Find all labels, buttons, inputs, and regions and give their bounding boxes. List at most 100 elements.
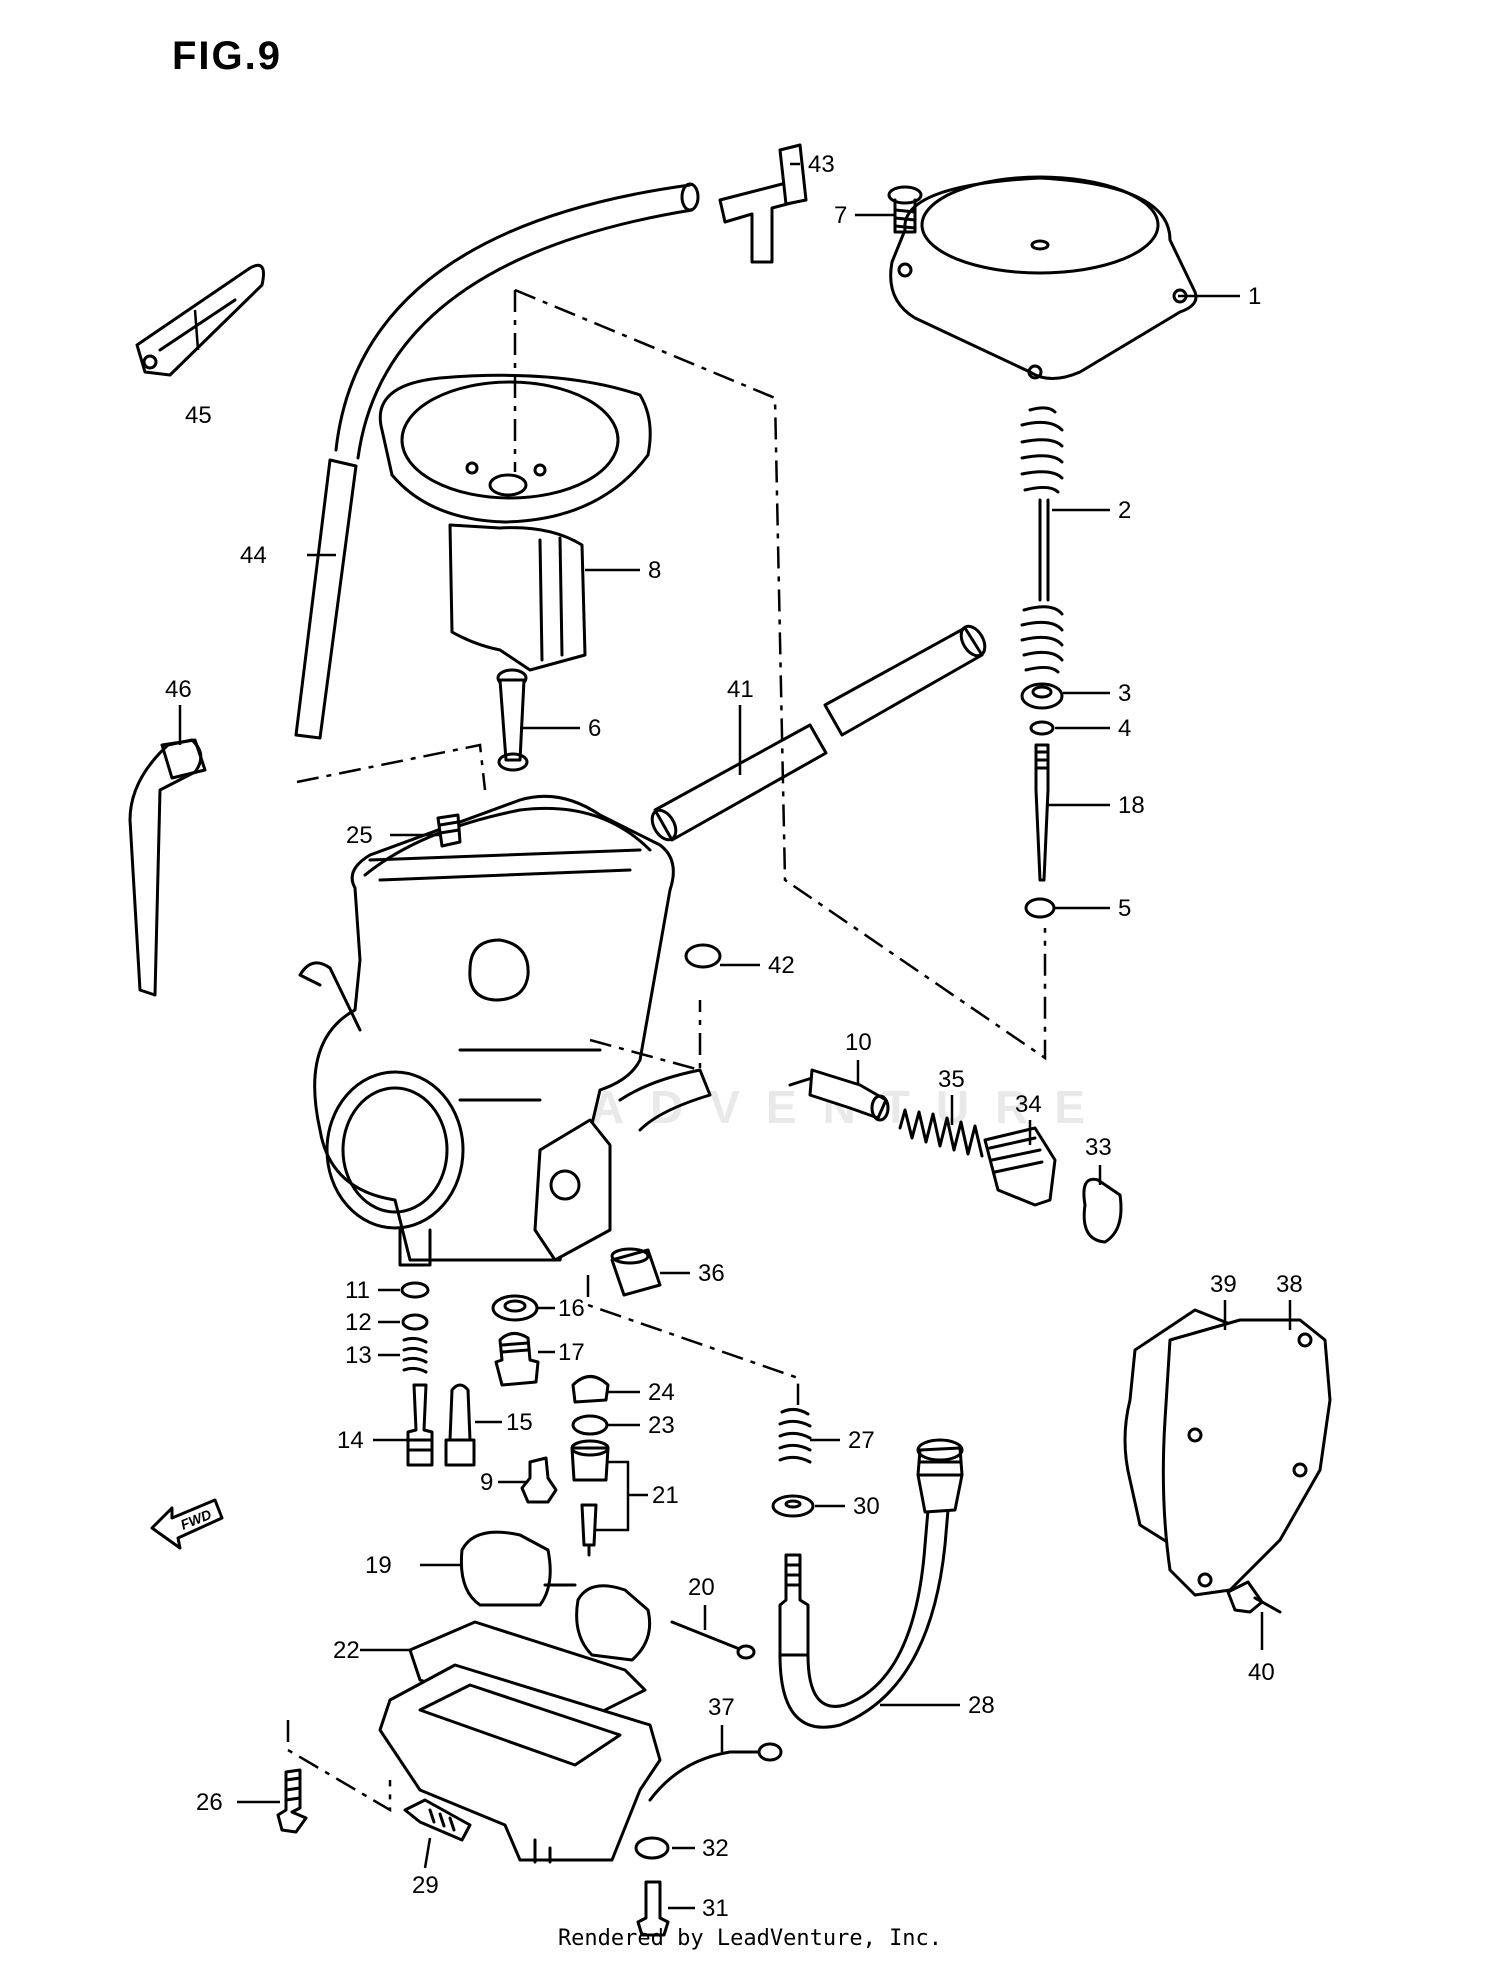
- cap-33-drawing: [1082, 1177, 1123, 1244]
- leader-lines: [178, 162, 1292, 1910]
- label-part-45: 45: [185, 402, 212, 429]
- washer-23-drawing: [571, 1414, 609, 1436]
- label-part-26: 26: [196, 1789, 223, 1816]
- e-clip-4-drawing: [1029, 720, 1055, 736]
- label-part-38: 38: [1276, 1271, 1303, 1298]
- label-part-16: 16: [558, 1295, 585, 1322]
- gasket-22-drawing: [408, 1620, 647, 1732]
- float-19-drawing: [459, 1530, 652, 1662]
- screw-9-drawing: [520, 1456, 558, 1504]
- cap-25-drawing: [436, 813, 462, 848]
- screw-29-drawing: [403, 1798, 472, 1842]
- label-part-21: 21: [652, 1482, 679, 1509]
- clip-37-drawing: [648, 1742, 783, 1802]
- label-part-10: 10: [845, 1029, 872, 1056]
- forward-arrow-icon: FWD: [150, 1498, 224, 1550]
- valve-21-drawing: [570, 1439, 610, 1557]
- label-part-31: 31: [702, 1895, 729, 1922]
- label-part-29: 29: [412, 1872, 439, 1899]
- label-part-18: 18: [1118, 792, 1145, 819]
- spring-35-drawing: [898, 1108, 984, 1158]
- washer-16-drawing: [491, 1294, 539, 1322]
- spring-13-drawing: [402, 1336, 428, 1374]
- washer-30-drawing: [771, 1494, 815, 1518]
- label-part-41: 41: [727, 676, 754, 703]
- plug-17-drawing: [494, 1332, 540, 1387]
- spring-seat-3-drawing: [1020, 682, 1064, 710]
- label-part-46: 46: [165, 676, 192, 703]
- label-part-34: 34: [1015, 1091, 1042, 1118]
- label-part-19: 19: [365, 1552, 392, 1579]
- label-part-30: 30: [853, 1493, 880, 1520]
- label-part-6: 6: [588, 715, 601, 742]
- screw-7-drawing: [887, 185, 923, 234]
- callout-labels: 1 2 3 4 5 6 7 8 9 10 11 12 13 14 15 16 1…: [165, 151, 1303, 1922]
- clip-45-drawing: [135, 263, 265, 377]
- label-part-7: 7: [834, 202, 847, 229]
- label-part-15: 15: [506, 1409, 533, 1436]
- nut-34-drawing: [983, 1126, 1057, 1207]
- label-part-44: 44: [240, 542, 267, 569]
- label-part-24: 24: [648, 1379, 675, 1406]
- label-part-40: 40: [1248, 1659, 1275, 1686]
- label-part-11: 11: [345, 1277, 370, 1304]
- carburetor-body-drawing: [298, 794, 712, 1267]
- sleeve-36-drawing: [610, 1247, 662, 1297]
- label-part-28: 28: [968, 1692, 995, 1719]
- float-chamber-drawing: [378, 1663, 662, 1864]
- jet-15-drawing: [444, 1383, 476, 1467]
- spring-27-drawing: [778, 1407, 812, 1464]
- jet-14-drawing: [406, 1383, 434, 1467]
- bolt-40-drawing: [1226, 1580, 1282, 1614]
- jet-needle-18-drawing: [1034, 743, 1050, 882]
- label-part-37: 37: [708, 1694, 735, 1721]
- screw-31-drawing: [636, 1880, 670, 1937]
- washer-11-drawing: [400, 1281, 430, 1299]
- washer-32-drawing: [634, 1836, 670, 1860]
- diaphragm-piston-drawing: [378, 373, 652, 672]
- label-part-36: 36: [698, 1260, 725, 1287]
- hose-41-drawing: [650, 624, 987, 842]
- label-part-12: 12: [345, 1309, 372, 1336]
- screw-26-drawing: [276, 1768, 308, 1834]
- cap-24-drawing: [571, 1375, 610, 1404]
- label-part-20: 20: [688, 1574, 715, 1601]
- label-part-25: 25: [346, 822, 373, 849]
- label-part-2: 2: [1118, 497, 1131, 524]
- plunger-10-drawing: [788, 1068, 890, 1122]
- t-joint-drawing: [718, 143, 808, 264]
- washer-12-drawing: [401, 1313, 429, 1331]
- label-part-42: 42: [768, 952, 795, 979]
- label-part-13: 13: [345, 1342, 372, 1369]
- o-ring-42-drawing: [684, 943, 722, 969]
- clamp-46-drawing: [128, 738, 207, 997]
- label-part-32: 32: [702, 1835, 729, 1862]
- label-part-43: 43: [808, 151, 835, 178]
- label-part-5: 5: [1118, 895, 1131, 922]
- spring-2-drawing: [1020, 406, 1064, 674]
- cover-38-drawing: [1161, 1318, 1332, 1597]
- label-part-14: 14: [337, 1427, 364, 1454]
- label-part-22: 22: [333, 1637, 360, 1664]
- label-part-17: 17: [558, 1339, 585, 1366]
- label-part-1: 1: [1248, 283, 1261, 310]
- label-part-8: 8: [648, 557, 661, 584]
- pin-20-drawing: [670, 1620, 756, 1660]
- label-part-39: 39: [1210, 1271, 1237, 1298]
- washer-5-drawing: [1024, 897, 1056, 919]
- vent-hose-drawing: [294, 182, 700, 740]
- label-part-4: 4: [1118, 715, 1131, 742]
- label-part-35: 35: [938, 1066, 965, 1093]
- label-part-9: 9: [480, 1469, 493, 1496]
- label-part-33: 33: [1085, 1134, 1112, 1161]
- label-part-27: 27: [848, 1427, 875, 1454]
- assembly-lines: [286, 288, 1047, 1813]
- drain-hose-28-drawing: [778, 1438, 964, 1729]
- top-cap-drawing: [889, 175, 1198, 380]
- jet-pin-6-drawing: [496, 668, 529, 772]
- label-part-3: 3: [1118, 680, 1131, 707]
- label-part-23: 23: [648, 1412, 675, 1439]
- footer-credit: Rendered by LeadVenture, Inc.: [557, 1926, 943, 1951]
